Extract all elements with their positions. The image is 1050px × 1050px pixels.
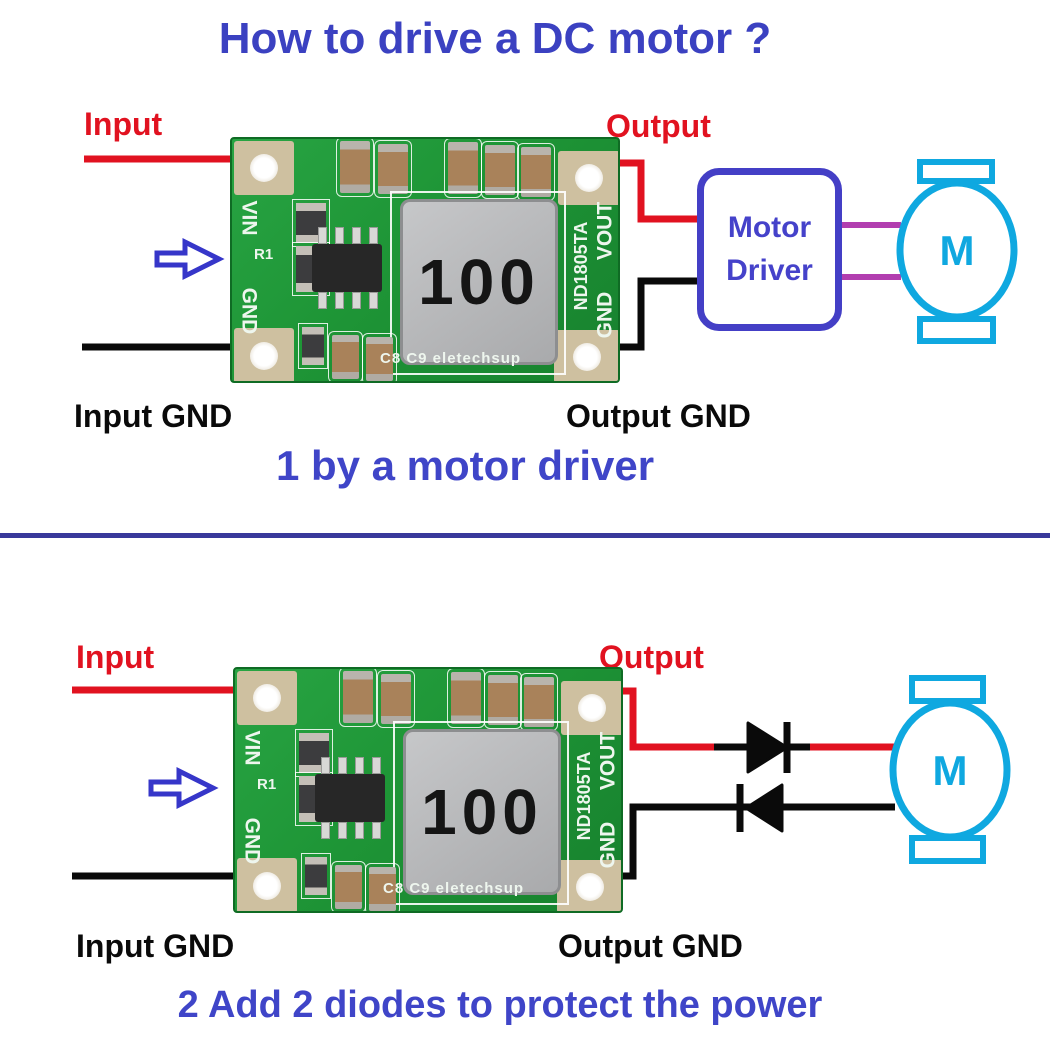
- silk-part-number: ND1805TA: [574, 751, 594, 841]
- smd-capacitor: [331, 861, 366, 911]
- silk-brand: C8 C9 eletechsup: [383, 880, 525, 897]
- pad-vout: [561, 681, 621, 735]
- diode-icon-forward: [746, 721, 791, 774]
- silk-r1: R1: [257, 776, 277, 793]
- motor-driver-line1: Motor: [727, 211, 812, 244]
- silkscreen-frame: [393, 721, 569, 905]
- motor-driver-line2: Driver: [726, 254, 813, 287]
- output-gnd-label-1: Output GND: [566, 398, 751, 434]
- smd-capacitor: [517, 143, 555, 201]
- smd-capacitor: [444, 139, 482, 198]
- silk-r1: R1: [254, 246, 274, 263]
- caption-1: 1 by a motor driver: [275, 442, 655, 489]
- pad-vout: [558, 151, 618, 205]
- diode-icon-reverse: [736, 783, 784, 833]
- arrow-right-icon-2: [148, 766, 219, 810]
- smd-capacitor: [447, 669, 485, 728]
- output-label-1: Output: [606, 108, 711, 144]
- input-label-1: Input: [84, 106, 163, 142]
- silkscreen-frame: [390, 191, 566, 375]
- smd-capacitor: [484, 671, 522, 729]
- motor-letter-2: M: [932, 747, 968, 794]
- silk-vin: VIN: [237, 200, 261, 236]
- caption-2: 2 Add 2 diodes to protect the power: [177, 984, 823, 1026]
- input-gnd-label-2: Input GND: [76, 928, 235, 964]
- smd-capacitor: [336, 139, 374, 197]
- arrow-right-icon-1: [154, 237, 225, 281]
- silk-brand: C8 C9 eletechsup: [380, 350, 522, 367]
- motor-letter-1: M: [939, 227, 975, 274]
- silk-gnd-right: GND: [593, 291, 617, 339]
- inductor-value: 100: [421, 776, 543, 848]
- smd-capacitor: [339, 669, 377, 727]
- input-gnd-label-1: Input GND: [74, 398, 233, 434]
- motor-driver-box: Motor Driver: [697, 168, 842, 331]
- silk-gnd-left: GND: [237, 287, 261, 335]
- smd-capacitor: [362, 333, 397, 381]
- page-title: How to drive a DC motor ?: [218, 14, 772, 63]
- smd-capacitor: [377, 670, 415, 728]
- dc-converter-module-1: 100 VIN GND R1 ND1805TA VOUT GND C8 C9 e…: [230, 137, 620, 383]
- smd-capacitor: [365, 863, 400, 911]
- inductor: 100: [400, 199, 558, 365]
- regulator-chip: [315, 757, 385, 839]
- pad-gnd-in: [237, 858, 297, 911]
- section-divider: [0, 533, 1050, 538]
- pad-vin: [237, 671, 297, 725]
- smd-resistor: [301, 853, 331, 899]
- inductor-value: 100: [418, 246, 540, 318]
- silk-part-number: ND1805TA: [571, 221, 591, 311]
- smd-capacitor: [520, 673, 558, 731]
- input-label-2: Input: [76, 639, 155, 675]
- smd-capacitor: [374, 140, 412, 198]
- inductor: 100: [403, 729, 561, 895]
- output-gnd-label-2: Output GND: [558, 928, 743, 964]
- pad-vin: [234, 141, 294, 195]
- silk-vout: VOUT: [593, 201, 617, 261]
- smd-resistor: [298, 323, 328, 369]
- pad-gnd-in: [234, 328, 294, 381]
- smd-capacitor: [481, 141, 519, 199]
- silk-gnd-left: GND: [240, 817, 264, 865]
- regulator-chip: [312, 227, 382, 309]
- silk-gnd-right: GND: [596, 821, 620, 869]
- silk-vin: VIN: [240, 730, 264, 766]
- output-gnd-wire-2: [578, 803, 895, 880]
- silk-vout: VOUT: [596, 731, 620, 791]
- dc-converter-module-2: 100 VIN GND R1 ND1805TA VOUT GND C8 C9 e…: [233, 667, 623, 913]
- smd-capacitor: [328, 331, 363, 381]
